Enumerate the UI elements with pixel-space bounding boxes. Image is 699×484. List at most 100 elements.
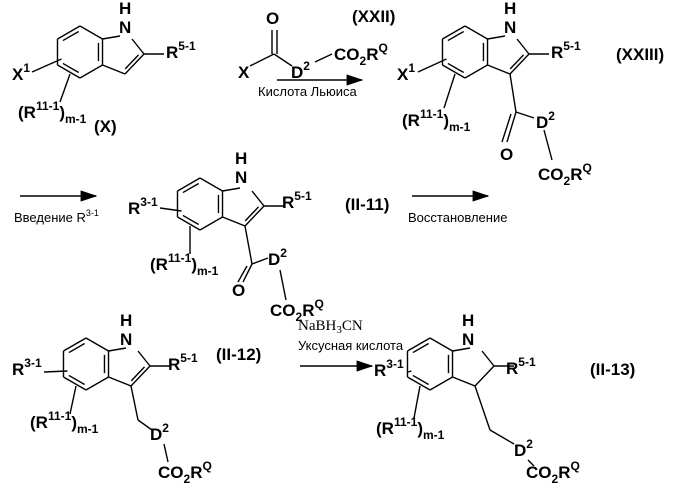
bond (453, 377, 475, 386)
bond (430, 338, 453, 351)
bond (488, 65, 510, 74)
compound-xxiii: H N R5-1 (XXIII) X1 (R11-1)m-1 O D2 CO2R… (397, 0, 664, 188)
r5-1-label: R5-1 (166, 39, 196, 62)
bond (125, 54, 144, 74)
reagent-introduction: Введение R3-1 (14, 208, 99, 225)
bond (103, 36, 120, 39)
bond (245, 226, 252, 264)
bond (413, 375, 429, 384)
r5-1-label: R5-1 (282, 189, 312, 212)
bond (475, 366, 494, 386)
r3-1-label: R3-1 (12, 356, 42, 379)
h-label: H (504, 0, 516, 18)
bond (138, 351, 150, 366)
bond (444, 74, 455, 108)
r5-1-label: R5-1 (506, 355, 536, 378)
bond (86, 377, 109, 390)
bond (86, 338, 109, 351)
bond (507, 112, 516, 142)
bond (413, 343, 429, 352)
r11-1-label: (R11-1)m-1 (30, 409, 99, 436)
bond (502, 114, 511, 142)
co2rq-label: CO2RQ (158, 459, 212, 484)
bond (250, 54, 274, 66)
bond (488, 36, 505, 39)
bond (252, 258, 268, 264)
o-label: O (500, 145, 513, 164)
bond (517, 39, 529, 54)
reagent-acetic-acid: Уксусная кислота (298, 338, 404, 353)
bond (465, 26, 488, 39)
bond (252, 191, 264, 206)
reagent-xxii: O X D2 CO2RQ (XXII) Кислота Льюиса (238, 7, 395, 99)
r11-1-label: (R11-1)m-1 (150, 251, 219, 278)
bond (63, 31, 79, 40)
bond (280, 270, 286, 300)
bond (160, 208, 181, 211)
bond (69, 375, 85, 384)
x1-label: X1 (397, 61, 415, 84)
bond (243, 264, 252, 282)
bond (245, 206, 264, 226)
bond (109, 377, 131, 386)
compound-id-xxii: (XXII) (352, 7, 395, 26)
bond (200, 178, 223, 191)
bond (430, 377, 453, 390)
bond (482, 351, 494, 366)
bond (132, 39, 144, 54)
bond (223, 217, 245, 226)
n-label: N (235, 168, 247, 187)
compound-ii-13: H N R5-1 (II-13) R3-1 (R11-1)m-1 D2 CO2R… (374, 311, 635, 484)
bond (164, 444, 168, 462)
n-label: N (120, 330, 132, 349)
bond (80, 26, 103, 39)
bond (414, 386, 420, 418)
co2rq-label: CO2RQ (334, 41, 388, 68)
n-label: N (504, 18, 516, 37)
x-label: X (238, 63, 250, 82)
bond (544, 130, 552, 160)
d2-label: D2 (514, 437, 533, 460)
n-label: N (119, 18, 131, 37)
d2-label: D2 (268, 246, 287, 269)
compound-id-ii-13: (II-13) (590, 360, 635, 379)
r3-1-label: R3-1 (374, 357, 404, 380)
bond (200, 217, 223, 230)
bond (510, 74, 516, 112)
bond (408, 371, 411, 372)
r3-1-label: R3-1 (128, 195, 158, 218)
bond (448, 31, 464, 40)
bond (32, 59, 61, 72)
bond (490, 430, 514, 444)
bond (223, 188, 240, 191)
n-label: N (462, 330, 474, 349)
h-label: H (235, 149, 247, 168)
bond (315, 54, 332, 62)
bond (131, 366, 150, 386)
r11-1-label: (R11-1)m-1 (402, 107, 471, 134)
r11-1-label: (R11-1)m-1 (18, 99, 87, 126)
bond (274, 54, 292, 66)
bond (516, 112, 534, 118)
bond (63, 63, 79, 72)
d2-label: D2 (536, 109, 555, 132)
bond (475, 386, 490, 430)
reagent-reduction: Восстановление (408, 210, 507, 225)
reagent-nabh3cn: NaBH3CN (298, 318, 363, 336)
reagent-lewis-acid: Кислота Льюиса (258, 84, 357, 99)
compound-id-ii-11: (II-11) (345, 195, 389, 214)
compound-id-xxiii: (XXIII) (616, 45, 664, 64)
compound-id-x: (X) (94, 117, 117, 136)
bond (183, 183, 199, 192)
r11-1-label: (R11-1)m-1 (376, 415, 445, 442)
bond (80, 65, 103, 78)
bond (183, 215, 199, 224)
bond (465, 65, 488, 78)
d2-label: D2 (291, 59, 310, 82)
r5-1-label: R5-1 (551, 39, 581, 62)
d2-label: D2 (150, 421, 169, 444)
o-label: O (232, 281, 245, 300)
o-label: O (266, 9, 279, 28)
